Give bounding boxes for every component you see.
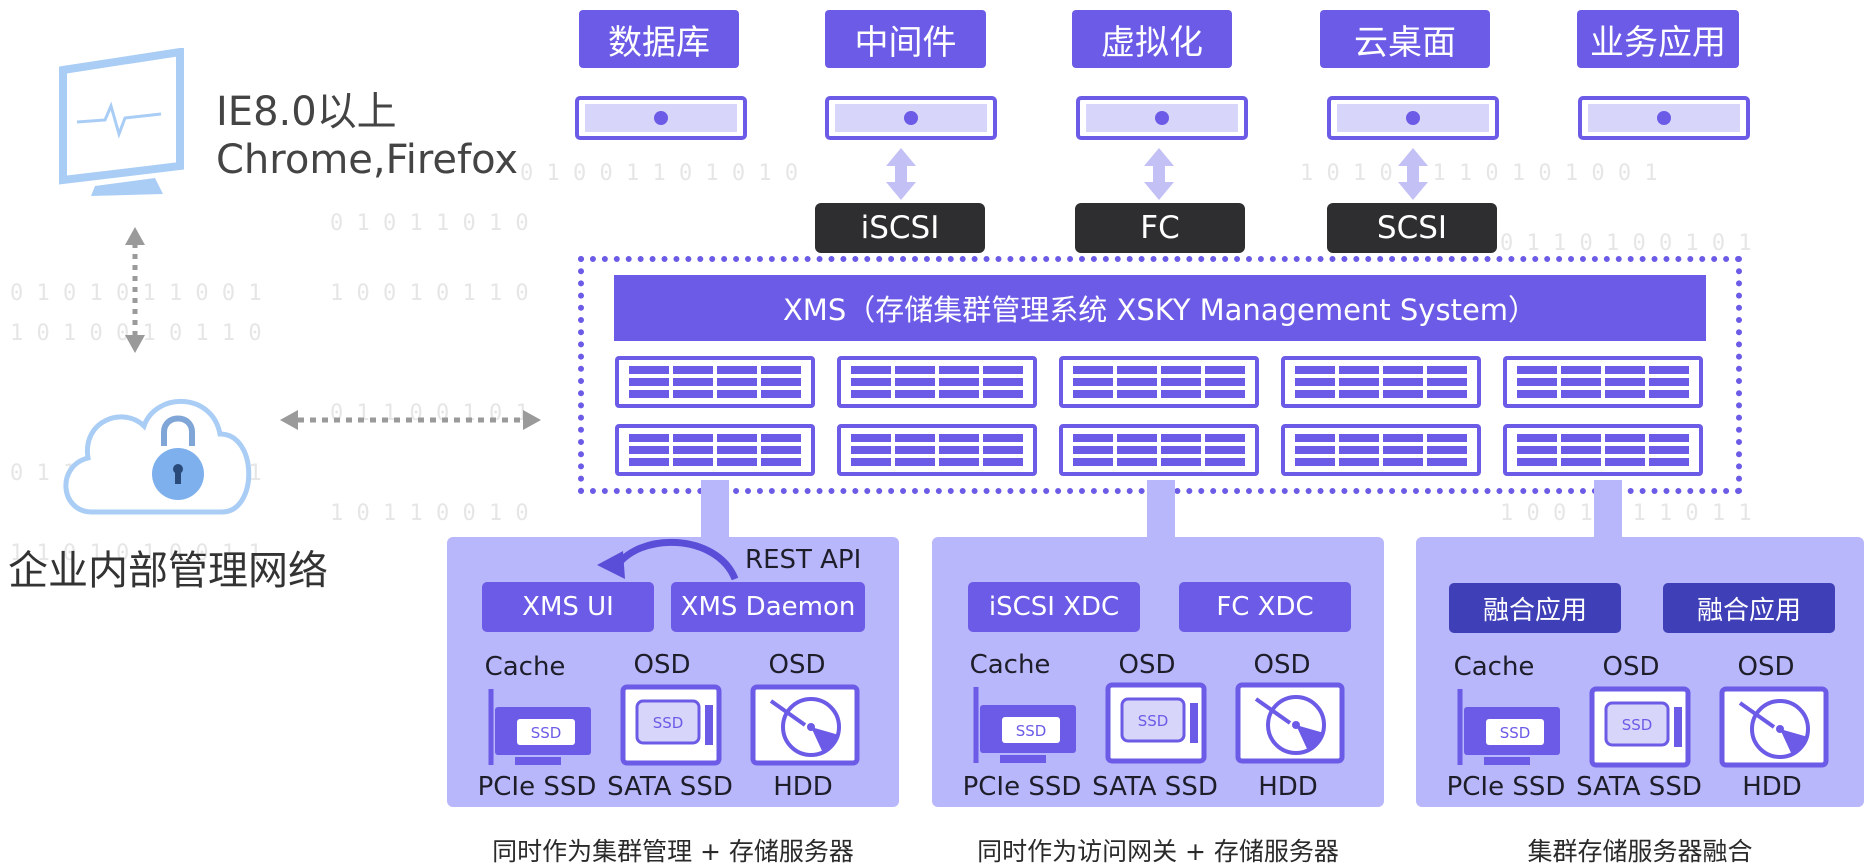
server-icon	[575, 96, 747, 140]
svg-text:0 1 0 0 1 1 0 1 0 1 0: 0 1 0 0 1 1 0 1 0 1 0	[520, 161, 798, 186]
storage-nodes	[615, 356, 1703, 476]
pcie-ssd-icon: SSD	[973, 687, 1076, 763]
service-business-app: 业务应用	[1577, 10, 1739, 68]
ssd-chip-text: SSD	[1016, 722, 1047, 740]
panel-caption-management: 同时作为集群管理 + 存储服务器	[492, 837, 854, 866]
svg-text:1 1 0 1 0 1 0 0 1 1: 1 1 0 1 0 1 0 0 1 1	[10, 541, 262, 566]
cache-label: Cache	[969, 650, 1051, 680]
hdd-label: HDD	[773, 772, 833, 802]
svg-text:1 0 1 0 0 1 1 0 1 0 1 0 0 1: 1 0 1 0 0 1 1 0 1 0 1 0 0 1	[1300, 161, 1658, 186]
rest-api-label: REST API	[745, 545, 862, 575]
bidirectional-arrow-icon	[886, 148, 916, 200]
iscsi-xdc-button: iSCSI XDC	[968, 582, 1140, 632]
connector	[701, 480, 729, 540]
connector	[1147, 480, 1175, 540]
connector	[1594, 480, 1622, 540]
ssd-chip-text: SSD	[653, 714, 684, 732]
osd-label: OSD	[768, 650, 826, 680]
converged-app-button: 融合应用	[1449, 583, 1621, 633]
sata-ssd-icon: SSD	[1589, 686, 1691, 768]
svg-text:1 0 0 1 0 1 1 0: 1 0 0 1 0 1 1 0	[330, 281, 529, 306]
ssd-chip-text: SSD	[1500, 724, 1531, 742]
vertical-dotted-arrow	[125, 227, 145, 353]
hdd-label: HDD	[1742, 772, 1802, 802]
sata-ssd-icon: SSD	[1105, 682, 1207, 764]
server-icon	[825, 96, 997, 140]
horizontal-dotted-arrow	[280, 410, 541, 430]
sata-ssd-label: SATA SSD	[607, 772, 733, 802]
cache-label: Cache	[484, 652, 566, 682]
osd-label: OSD	[633, 650, 691, 680]
browser-line-2: Chrome,Firefox	[216, 137, 518, 183]
panel-management: REST API XMS UI XMS Daemon Cache OSD OSD…	[447, 537, 899, 807]
osd-label: OSD	[1118, 650, 1176, 680]
server-icon	[1327, 96, 1499, 140]
bidirectional-arrow-icon	[1398, 148, 1428, 200]
osd-label: OSD	[1253, 650, 1311, 680]
cloud-lock-icon	[63, 399, 252, 515]
hdd-icon	[750, 684, 860, 766]
converged-app-button: 融合应用	[1663, 583, 1835, 633]
service-middleware: 中间件	[825, 10, 986, 68]
curved-arrow-icon	[597, 538, 739, 581]
protocol-iscsi: iSCSI	[815, 203, 985, 253]
hdd-label: HDD	[1258, 772, 1318, 802]
service-database: 数据库	[579, 10, 739, 68]
service-cloud-desktop: 云桌面	[1320, 10, 1490, 68]
pcie-ssd-label: PCIe SSD	[962, 772, 1082, 802]
ssd-chip-text: SSD	[1138, 712, 1169, 730]
pcie-ssd-icon: SSD	[1457, 689, 1560, 765]
svg-text:0 1 1 0 1 0 0 1 0 1: 0 1 1 0 1 0 0 1 0 1	[1500, 231, 1752, 256]
server-icon	[1076, 96, 1248, 140]
panel-caption-gateway: 同时作为访问网关 + 存储服务器	[977, 837, 1339, 866]
network-label: 企业内部管理网络	[8, 548, 328, 594]
storage-node-grid	[615, 356, 1710, 482]
xms-daemon-button: XMS Daemon	[671, 582, 865, 632]
protocol-fc: FC	[1075, 203, 1245, 253]
sata-ssd-label: SATA SSD	[1576, 772, 1702, 802]
service-virtualization: 虚拟化	[1072, 10, 1232, 68]
hdd-icon	[1719, 686, 1829, 768]
svg-text:1 0 1 1 0 0 1 0: 1 0 1 1 0 0 1 0	[330, 501, 529, 526]
pcie-ssd-label: PCIe SSD	[1446, 772, 1566, 802]
server-icon	[1578, 96, 1750, 140]
browser-line-1: IE8.0以上	[216, 89, 397, 135]
svg-text:0 1 0 1 1 0 1 0: 0 1 0 1 1 0 1 0	[330, 211, 529, 236]
sata-ssd-icon: SSD	[620, 684, 722, 766]
pcie-ssd-icon: SSD	[488, 689, 591, 765]
panel-caption-converged: 集群存储服务器融合	[1527, 837, 1753, 866]
ssd-chip-text: SSD	[1622, 716, 1653, 734]
svg-text:1 0 0 1 0 1 1 0 1 1: 1 0 0 1 0 1 1 0 1 1	[1500, 501, 1752, 526]
protocol-scsi: SCSI	[1327, 203, 1497, 253]
panel-gateway: iSCSI XDC FC XDC Cache OSD OSD SSD SSD P…	[932, 537, 1384, 807]
panel-converged: 融合应用 融合应用 Cache OSD OSD SSD SSD PCIe SSD…	[1416, 537, 1864, 807]
fc-xdc-button: FC XDC	[1179, 582, 1351, 632]
pcie-ssd-label: PCIe SSD	[477, 772, 597, 802]
osd-label: OSD	[1602, 652, 1660, 682]
ssd-chip-text: SSD	[531, 724, 562, 742]
xms-ui-button: XMS UI	[482, 582, 654, 632]
sata-ssd-label: SATA SSD	[1092, 772, 1218, 802]
xms-banner: XMS（存储集群管理系统 XSKY Management System）	[614, 275, 1706, 341]
osd-label: OSD	[1737, 652, 1795, 682]
hdd-icon	[1235, 682, 1345, 764]
browser-support-text: IE8.0以上 Chrome,Firefox	[216, 88, 518, 184]
cache-label: Cache	[1453, 652, 1535, 682]
monitor-icon	[59, 48, 184, 196]
bidirectional-arrow-icon	[1144, 148, 1174, 200]
